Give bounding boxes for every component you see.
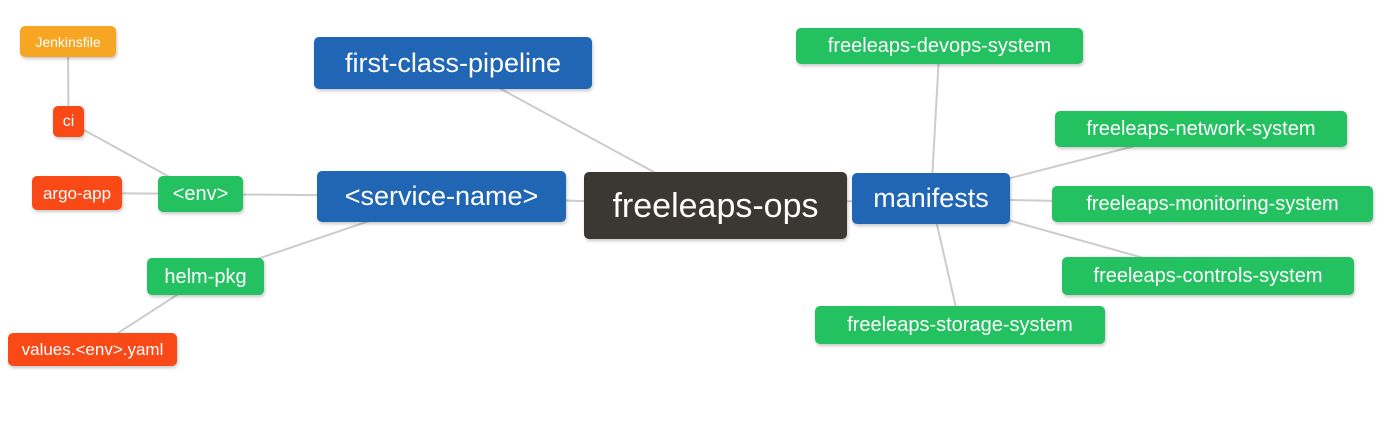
node-jenkinsfile[interactable]: Jenkinsfile <box>20 26 116 57</box>
node-helm-pkg[interactable]: helm-pkg <box>147 258 264 295</box>
node-monitoring-system[interactable]: freeleaps-monitoring-system <box>1052 186 1373 222</box>
node-controls-system[interactable]: freeleaps-controls-system <box>1062 257 1354 295</box>
node-first-class-pipeline[interactable]: first-class-pipeline <box>314 37 592 89</box>
node-argo-app[interactable]: argo-app <box>32 176 122 210</box>
node-storage-system[interactable]: freeleaps-storage-system <box>815 306 1105 344</box>
node-values-env-yaml[interactable]: values.<env>.yaml <box>8 333 177 366</box>
node-env[interactable]: <env> <box>158 176 243 212</box>
node-freeleaps-ops[interactable]: freeleaps-ops <box>584 172 847 239</box>
node-network-system[interactable]: freeleaps-network-system <box>1055 111 1347 147</box>
node-devops-system[interactable]: freeleaps-devops-system <box>796 28 1083 64</box>
node-service-name[interactable]: <service-name> <box>317 171 566 222</box>
node-manifests[interactable]: manifests <box>852 173 1010 224</box>
node-ci[interactable]: ci <box>53 106 84 137</box>
